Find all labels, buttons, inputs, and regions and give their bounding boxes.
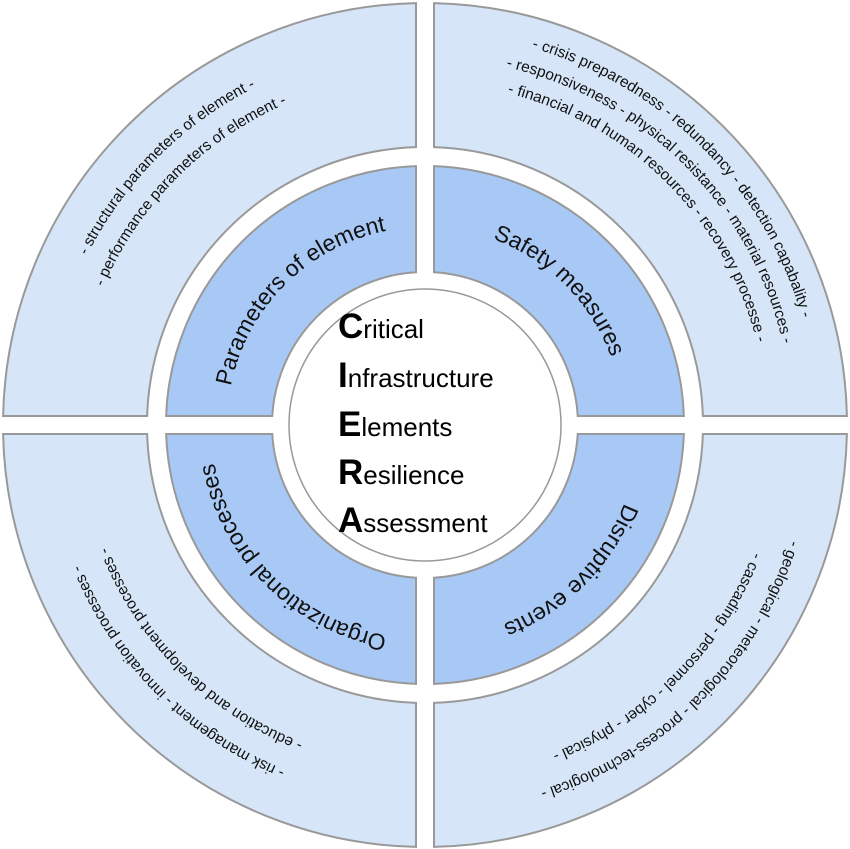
outer-segment-bottom-left [2, 433, 417, 848]
acronym-initial: A [338, 501, 363, 540]
acronym-initial: R [338, 453, 363, 492]
acronym-word: ritical [363, 314, 424, 344]
outer-segment-top-right [433, 2, 848, 417]
acronym-word: lements [361, 412, 452, 442]
acronym-line-infrastructure: Infrastructure [338, 356, 494, 395]
acronym-initial: I [338, 356, 348, 395]
center-acronym: Critical Infrastructure Elements Resilie… [338, 307, 494, 540]
inner-segment-disruptive-events [433, 433, 685, 685]
acronym-line-assessment: Assessment [338, 501, 488, 540]
acronym-line-resilience: Resilience [338, 453, 464, 492]
outer-segment-bottom-right [433, 433, 848, 848]
outer-segment-top-left [2, 2, 417, 417]
inner-segment-parameters-of-element [165, 165, 417, 417]
inner-segment-organizational-processes [165, 433, 417, 685]
acronym-word: nfrastructure [348, 363, 494, 393]
center-circle [288, 288, 562, 562]
acronym-word: esilience [363, 460, 464, 490]
acronym-line-elements: Elements [338, 405, 452, 444]
acronym-line-critical: Critical [338, 307, 424, 346]
inner-segment-safety-measures [433, 165, 685, 417]
acronym-word: ssessment [363, 508, 488, 538]
acronym-initial: E [338, 405, 361, 444]
acronym-initial: C [338, 307, 363, 346]
